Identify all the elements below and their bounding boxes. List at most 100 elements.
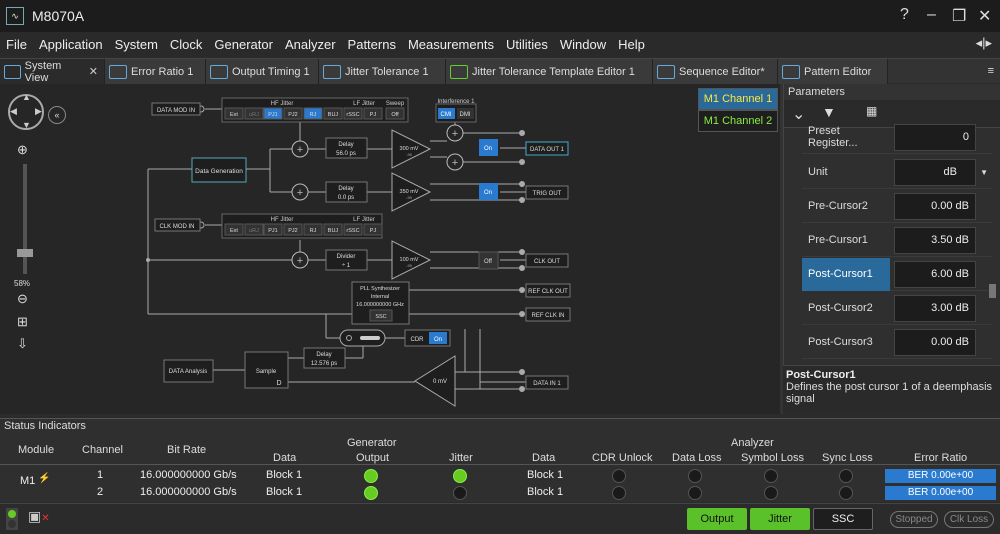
menu-clock[interactable]: Clock [169,36,203,52]
zoom-slider-thumb[interactable] [17,249,33,257]
disconnect-icon[interactable]: ▣✕ [28,508,50,524]
data-generation-block[interactable] [191,157,247,183]
data-out-amplifier[interactable] [391,129,432,169]
delay-block-data[interactable] [325,137,368,159]
tab-overflow-icon[interactable]: ≡ [987,65,994,77]
menu-help[interactable]: Help [618,36,645,52]
panel-splitter[interactable] [780,84,783,414]
trig-out-on-button[interactable] [479,183,498,200]
delay-block-trig[interactable] [325,181,368,203]
jitter-button-6[interactable] [343,107,363,120]
help-button[interactable]: ? [900,6,909,23]
menu-file[interactable]: File [6,36,27,52]
clk-out-port[interactable] [525,253,569,268]
pan-up-icon[interactable]: ▲ [22,92,31,102]
close-button[interactable]: ✕ [978,8,992,25]
data-in-amplifier[interactable] [414,355,456,407]
panel-arrows-icon[interactable]: ◂|▸ [975,35,992,50]
data-in-port[interactable] [525,375,569,390]
clk-out-off-button[interactable] [478,251,499,270]
maximize-button[interactable]: ❐ [952,8,967,25]
sample-block[interactable] [244,351,289,389]
output-button[interactable]: Output [687,508,747,530]
fit-to-view-icon[interactable]: ⊞ [17,314,28,329]
jitter-button-2[interactable] [263,107,283,120]
tab-output-timing[interactable]: Output Timing 1 [206,59,319,84]
grid-settings-icon[interactable]: ▦ [866,104,878,118]
cdr-on-button[interactable] [429,332,447,344]
jitter-button-1[interactable] [244,107,264,120]
divider-block[interactable] [325,249,368,271]
data-out-port[interactable] [525,141,569,156]
parameters-scrollbar[interactable] [989,284,996,298]
zoom-out-icon[interactable]: ⊖ [17,291,28,306]
parameter-value-field[interactable]: 0.00 dB [894,192,976,220]
dropdown-arrow-icon[interactable]: ▼ [980,167,988,177]
parameter-value-field[interactable]: 3.50 dB [894,226,976,254]
jitter2-button-3[interactable] [283,223,303,236]
jitter-button[interactable]: Jitter [750,508,810,530]
jitter2-button-6[interactable] [343,223,363,236]
channel-2-button[interactable]: M1 Channel 2 [698,110,778,132]
menu-generator[interactable]: Generator [214,36,273,52]
pan-down-icon[interactable]: ▼ [22,120,31,130]
jitter-button-5[interactable] [323,107,343,120]
jitter-button-7[interactable] [363,107,383,120]
delay-block-analyzer[interactable] [303,347,346,369]
tab-error-ratio[interactable]: Error Ratio 1 [105,59,206,84]
parameter-value-field[interactable]: 0.00 dB [894,328,976,356]
jitter2-button-1[interactable] [244,223,264,236]
pan-right-icon[interactable]: ▶ [35,106,42,116]
parameter-value-field[interactable]: 3.00 dB [894,294,976,322]
jitter2-button-5[interactable] [323,223,343,236]
jitter-button-4[interactable] [303,107,323,120]
menu-patterns[interactable]: Patterns [347,36,396,52]
data-out-on-button[interactable] [479,139,498,156]
filter-icon[interactable]: ▼ [822,104,836,120]
tab-jitter-tolerance[interactable]: Jitter Tolerance 1 [319,59,446,84]
jitter-button-8[interactable] [385,107,405,120]
ref-clk-in-port[interactable] [525,307,571,322]
zoom-in-icon[interactable]: ⊕ [17,142,28,157]
collapse-left-icon[interactable]: « [48,106,66,124]
parameter-value-field[interactable]: 0 [894,123,976,151]
pan-navigator[interactable] [8,94,44,130]
parameter-row[interactable]: Preset Register...0 [802,121,992,154]
export-icon[interactable]: ⇩ [17,336,28,351]
dmi-button[interactable] [457,108,474,119]
jitter-button-3[interactable] [283,107,303,120]
tab-pattern-editor[interactable]: Pattern Editor [778,59,888,84]
trig-out-port[interactable] [525,185,569,200]
parameter-value-field[interactable]: 6.00 dB [894,260,976,288]
ssc-toggle-button[interactable]: SSC [813,508,873,530]
parameter-value-field[interactable]: dB [894,158,976,186]
channel-1-button[interactable]: M1 Channel 1 [698,88,778,110]
pan-left-icon[interactable]: ◀ [10,106,17,116]
clk-out-amplifier[interactable] [391,240,432,280]
cmi-button[interactable] [438,108,455,119]
zoom-slider[interactable] [23,164,27,274]
menu-analyzer[interactable]: Analyzer [284,36,336,52]
ref-clk-out-port[interactable] [525,283,571,298]
tab-system-view[interactable]: System View ✕ [0,59,105,84]
ssc-button[interactable] [369,309,393,322]
error-ratio-value[interactable]: BER 0.00e+00 [885,486,996,500]
jitter2-button-7[interactable] [363,223,383,236]
error-ratio-value[interactable]: BER 0.00e+00 [885,469,996,483]
jitter-button-0[interactable] [224,107,244,120]
expand-all-icon[interactable]: ⌄ [792,106,806,123]
tab-sequence-editor[interactable]: Sequence Editor* [653,59,778,84]
minimize-button[interactable]: – [927,6,936,23]
tab-jitter-template-editor[interactable]: Jitter Tolerance Template Editor 1 [446,59,653,84]
menu-window[interactable]: Window [559,36,607,52]
jitter2-button-4[interactable] [303,223,323,236]
menu-application[interactable]: Application [38,36,103,52]
menu-measurements[interactable]: Measurements [407,36,494,52]
jitter2-button-2[interactable] [263,223,283,236]
menu-system[interactable]: System [114,36,158,52]
